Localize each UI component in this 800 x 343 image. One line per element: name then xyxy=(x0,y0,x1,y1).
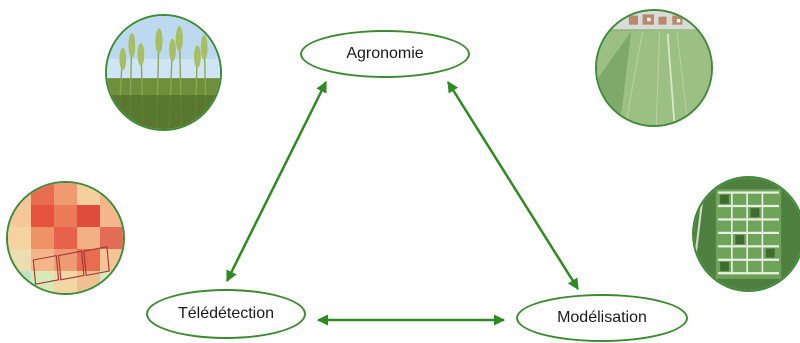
node-agronomie-label: Agronomie xyxy=(346,45,424,62)
node-teledetection: Télédétection xyxy=(146,289,306,339)
experimental-plots-photo xyxy=(692,176,800,292)
node-teledetection-label: Télédétection xyxy=(177,305,275,322)
arrow-agronomie-teledetection xyxy=(225,80,328,283)
node-modelisation: Modélisation xyxy=(516,294,688,342)
remote-sensing-heatmap xyxy=(6,181,125,295)
node-modelisation-label: Modélisation xyxy=(557,309,647,326)
node-agronomie: Agronomie xyxy=(300,30,470,78)
field-aerial-photo xyxy=(595,9,713,127)
wheat-photo xyxy=(105,14,222,131)
arrow-agronomie-modelisation xyxy=(446,81,580,290)
